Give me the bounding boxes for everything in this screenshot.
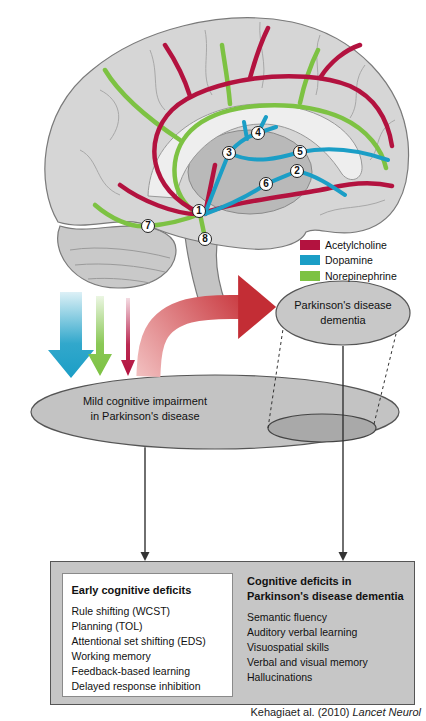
connector-line: [342, 346, 343, 554]
mci-ellipse: Mild cognitive impairment in Parkinson's…: [30, 374, 400, 450]
legend-swatch: [300, 240, 320, 250]
norepinephrine-pathway: [105, 45, 318, 140]
legend-row: Acetylcholine: [300, 237, 397, 253]
legend: AcetylcholineDopamineNorepinephrine: [300, 237, 397, 284]
acetylcholine-pathway: [154, 76, 392, 212]
dopamine-pathway: [205, 171, 345, 214]
node-label: Mild cognitive impairment in Parkinson's…: [80, 394, 210, 424]
legend-label: Dopamine: [325, 254, 373, 266]
corpus-callosum: [148, 104, 362, 198]
cerebrum: [45, 18, 409, 249]
connector-line: [144, 447, 145, 554]
brain-illustration: [45, 18, 409, 305]
list-item: Rule shifting (WCST): [72, 604, 227, 619]
box-heading: Early cognitive deficits: [72, 583, 227, 598]
citation-text: Kehagiaet al. (2010): [250, 705, 349, 719]
acetylcholine-pathway: [120, 28, 392, 214]
list-item: Hallucinations: [247, 670, 409, 685]
list-item: Auditory verbal learning: [247, 625, 409, 640]
ellipse-shape: [31, 375, 399, 449]
callout-number: 7: [141, 219, 155, 233]
cerebellum-folia: [70, 248, 170, 283]
text-block: Mild cognitive impairment in Parkinson's…: [80, 394, 210, 424]
list-item: Semantic fluency: [247, 610, 409, 625]
big-curved-arrow: [148, 275, 276, 377]
dopamine-pathway: [229, 117, 276, 153]
arrowhead: [238, 275, 276, 339]
dashed-leader: [374, 334, 396, 424]
deficits-panel: Cognitive deficits in Parkinson's diseas…: [50, 561, 415, 705]
connector-line: [148, 307, 240, 377]
list-item: Attentional set shifting (EDS): [72, 634, 227, 649]
acetylcholine-pathway: [165, 28, 360, 96]
dashed-leader: [268, 329, 283, 428]
legend-row: Norepinephrine: [300, 268, 397, 284]
ellipse-outline: [30, 374, 400, 450]
callout-number: 5: [293, 145, 307, 159]
text-block: Cognitive deficits in Parkinson's diseas…: [247, 574, 409, 685]
callout-number: 8: [198, 232, 212, 246]
list-item: Feedback-based learning: [72, 664, 227, 679]
dopamine-pathway: [205, 117, 388, 214]
ellipse-shape: [276, 281, 410, 345]
callout-number: 6: [259, 177, 273, 191]
diencephalon: [188, 130, 312, 214]
citation-text: Lancet Neurol: [353, 705, 422, 719]
acetylcholine-pathway: [120, 165, 392, 214]
sulcus-line: [80, 22, 395, 215]
down-arrow: [339, 346, 348, 561]
ellipse-outline: [275, 280, 411, 346]
legend-label: Acetylcholine: [325, 239, 387, 251]
list-item: Verbal and visual memory: [247, 655, 409, 670]
legend-swatch: [300, 271, 320, 281]
list-item: Working memory: [72, 649, 227, 664]
norepinephrine-pathway: [174, 105, 386, 210]
callout-number: 3: [222, 146, 236, 160]
legend-swatch: [300, 255, 320, 265]
acetylcholine-arrow: [121, 298, 135, 376]
list-item: Planning (TOL): [72, 619, 227, 634]
brainstem: [185, 236, 226, 305]
box-heading: Cognitive deficits in Parkinson's diseas…: [247, 574, 409, 604]
list-item: Delayed response inhibition: [72, 679, 227, 694]
norepinephrine-pathway: [95, 45, 386, 238]
dopamine-pathway: [205, 153, 229, 214]
callout-number: 2: [290, 164, 304, 178]
dopamine-pathway: [229, 149, 388, 160]
dopamine-arrow: [48, 292, 94, 378]
dementia-ellipse: Parkinson's disease dementia: [275, 280, 411, 346]
cerebellum: [58, 226, 176, 288]
legend-row: Dopamine: [300, 253, 397, 269]
text-block: Parkinson's disease dementia: [287, 298, 399, 328]
early-deficits-box: Early cognitive deficitsRule shifting (W…: [62, 573, 233, 697]
citation: Kehagiaet al. (2010) Lancet Neurol: [250, 705, 421, 719]
subset-ellipse: [268, 414, 376, 442]
callout-number: 4: [251, 126, 265, 140]
text-block: Early cognitive deficitsRule shifting (W…: [72, 583, 227, 694]
node-label: Parkinson's disease dementia: [287, 298, 399, 328]
down-arrow: [141, 447, 150, 561]
norepinephrine-pathway: [95, 205, 205, 238]
norepinephrine-arrow: [88, 296, 112, 376]
list-item: Visuospatial skills: [247, 640, 409, 655]
legend-label: Norepinephrine: [325, 270, 397, 282]
callout-number: 1: [192, 204, 206, 218]
arrowhead: [141, 552, 150, 561]
arrowhead: [339, 552, 348, 561]
